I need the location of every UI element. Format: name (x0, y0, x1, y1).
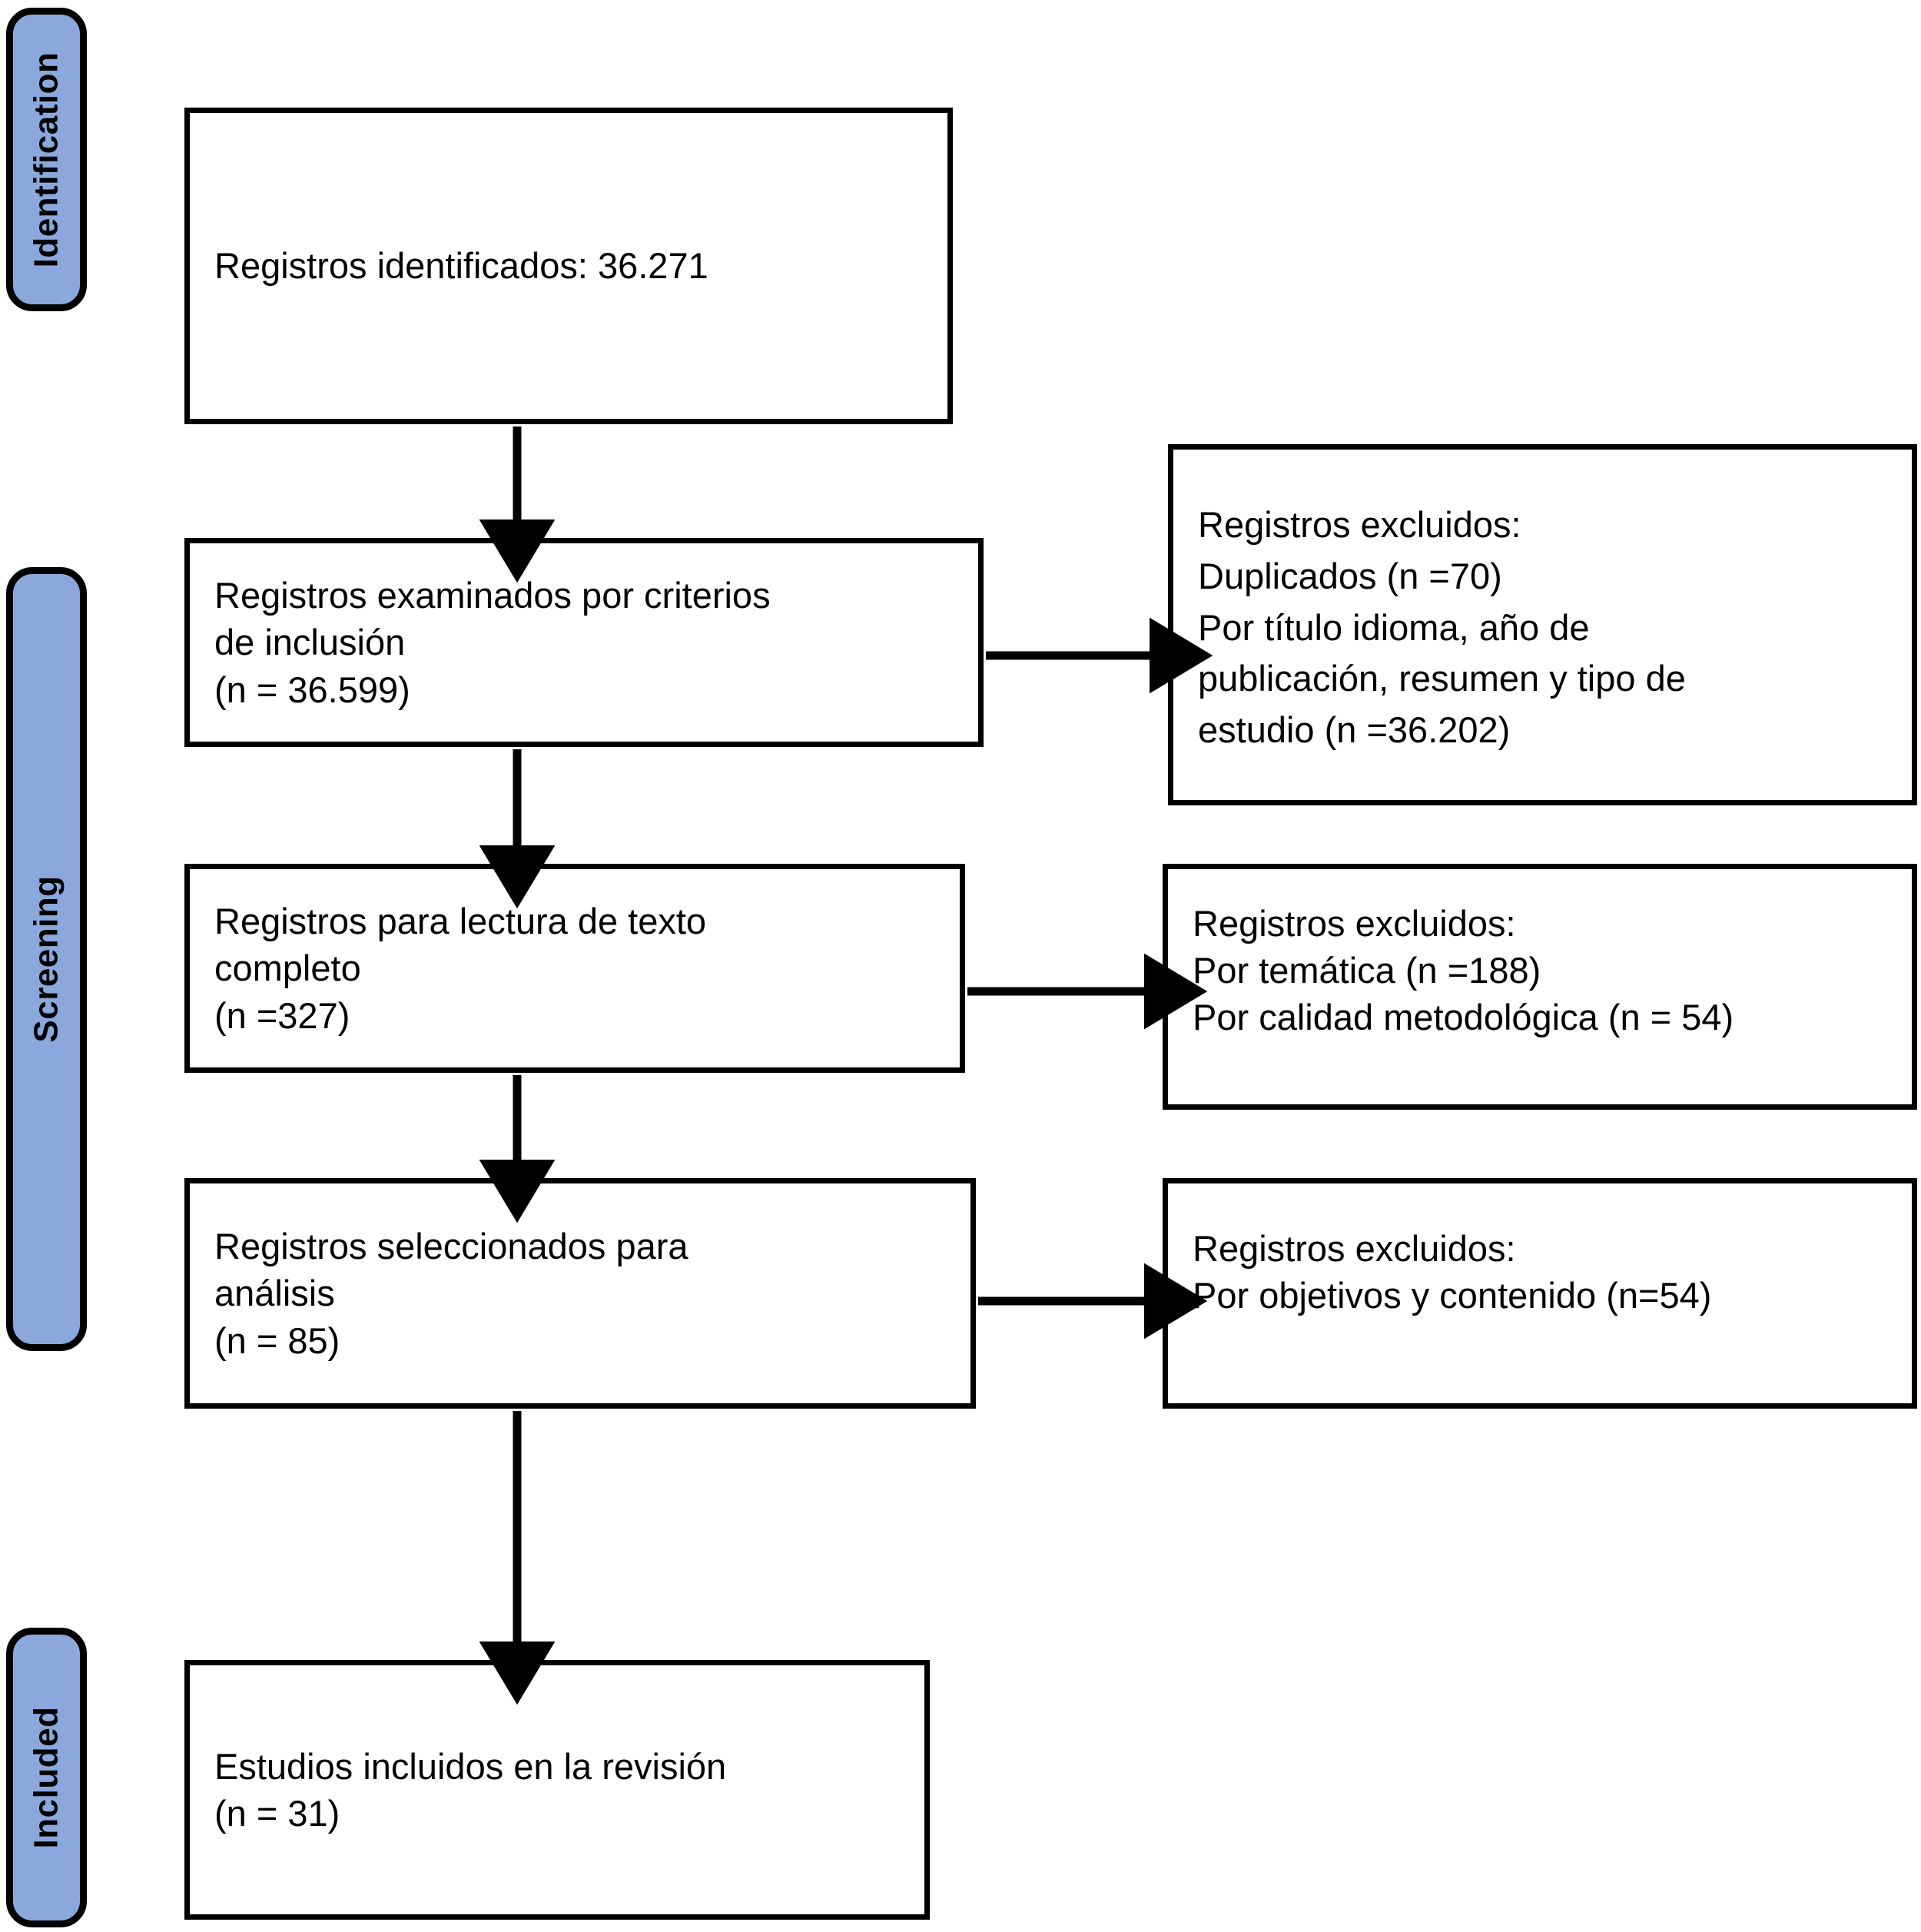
box-line: publicación, resumen y tipo de (1198, 658, 1686, 699)
box-line: Registros seleccionados para (214, 1226, 688, 1267)
box-line: (n = 85) (214, 1320, 340, 1361)
box-registros-lectura-texto-completo: Registros para lectura de texto completo… (184, 864, 965, 1073)
stage-label-screening: Screening (27, 875, 65, 1043)
stage-label-included: Included (27, 1706, 65, 1849)
box-line: completo (214, 948, 361, 989)
box-registros-identificados: Registros identificados: 36.271 (184, 108, 953, 424)
box-line: Duplicados (n =70) (1198, 555, 1502, 596)
box-estudios-incluidos: Estudios incluidos en la revisión (n = 3… (184, 1660, 930, 1920)
stage-band-included: Included (6, 1628, 87, 1927)
box-line: de inclusión (214, 622, 406, 663)
box-line: Registros examinados por criterios (214, 575, 771, 616)
box-line: Registros excluidos: (1193, 903, 1516, 944)
box-line: Por calidad metodológica (n = 54) (1193, 997, 1734, 1038)
box-line: (n =327) (214, 994, 350, 1036)
box-line: Registros para lectura de texto (214, 901, 707, 942)
box-line: Por título idioma, año de (1198, 606, 1590, 648)
box-line: (n = 31) (214, 1793, 340, 1834)
box-line: Estudios incluidos en la revisión (214, 1745, 727, 1787)
box-registros-examinados: Registros examinados por criterios de in… (184, 538, 984, 747)
box-line: Registros excluidos: (1193, 1228, 1516, 1269)
box-line: Por objetivos y contenido (n=54) (1193, 1275, 1712, 1316)
box-line: Por temática (n =188) (1193, 950, 1541, 991)
box-line: Registros excluidos: (1198, 504, 1521, 546)
box-line: Registros identificados: 36.271 (214, 245, 708, 287)
box-registros-excluidos-1: Registros excluidos: Duplicados (n =70) … (1168, 444, 1917, 805)
box-registros-excluidos-2: Registros excluidos: Por temática (n =18… (1163, 864, 1917, 1110)
stage-label-identification: Identification (27, 51, 65, 267)
box-registros-excluidos-3: Registros excluidos: Por objetivos y con… (1163, 1178, 1917, 1409)
box-line: estudio (n =36.202) (1198, 709, 1511, 751)
stage-band-identification: Identification (6, 8, 87, 311)
box-line: (n = 36.599) (214, 669, 410, 710)
box-registros-seleccionados: Registros seleccionados para análisis (n… (184, 1178, 976, 1409)
stage-band-screening: Screening (6, 567, 87, 1351)
box-line: análisis (214, 1273, 335, 1314)
